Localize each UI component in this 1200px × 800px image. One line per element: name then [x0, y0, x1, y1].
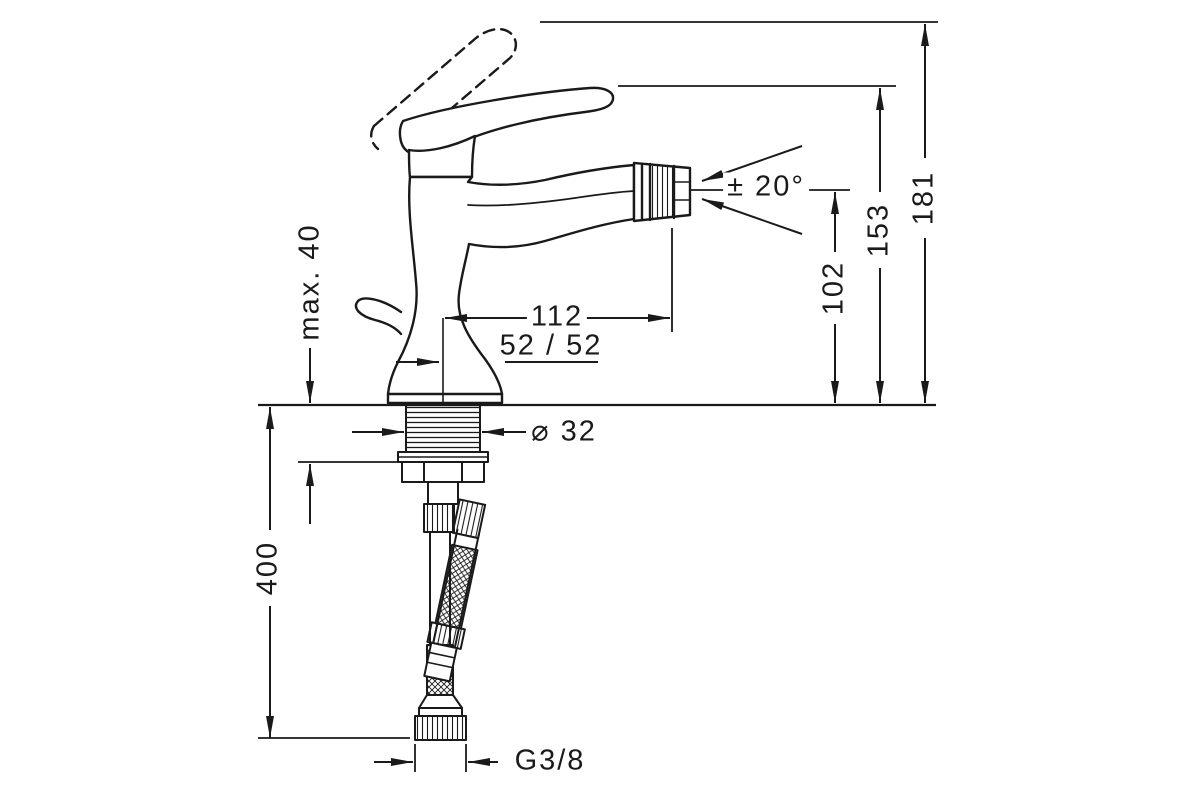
dim-label-hose-length: 400	[252, 536, 284, 600]
faucet-body	[354, 163, 636, 405]
lever-dashed-position	[370, 27, 518, 151]
aerator	[632, 161, 692, 223]
hose-nut	[414, 715, 467, 741]
dim-label-tail-diameter: ⌀ 32	[527, 417, 601, 447]
dim-label-outlet-height: 102	[818, 256, 850, 320]
mounting-nut	[401, 461, 485, 483]
threaded-shank	[397, 404, 489, 533]
dim-label-center-offset: 52 / 52	[499, 329, 603, 362]
dim-label-swivel-angle: ± 20°	[723, 172, 809, 202]
dim-label-reach: 112	[526, 302, 588, 332]
supply-hose-angled	[423, 498, 487, 683]
lever-handle	[398, 86, 615, 179]
hose-crimp-left	[423, 503, 455, 533]
hose-crimp-right	[451, 498, 487, 540]
dimension-lines	[258, 21, 938, 772]
dim-label-max-thickness: max. 40	[294, 219, 326, 345]
faucet-line-art	[354, 27, 692, 741]
dim-label-spout-height: 153	[863, 198, 895, 262]
dim-label-thread: G3/8	[510, 746, 590, 776]
dim-label-total-height: 181	[908, 166, 940, 230]
dim-swivel-angle	[701, 145, 803, 235]
side-hook	[354, 297, 403, 336]
